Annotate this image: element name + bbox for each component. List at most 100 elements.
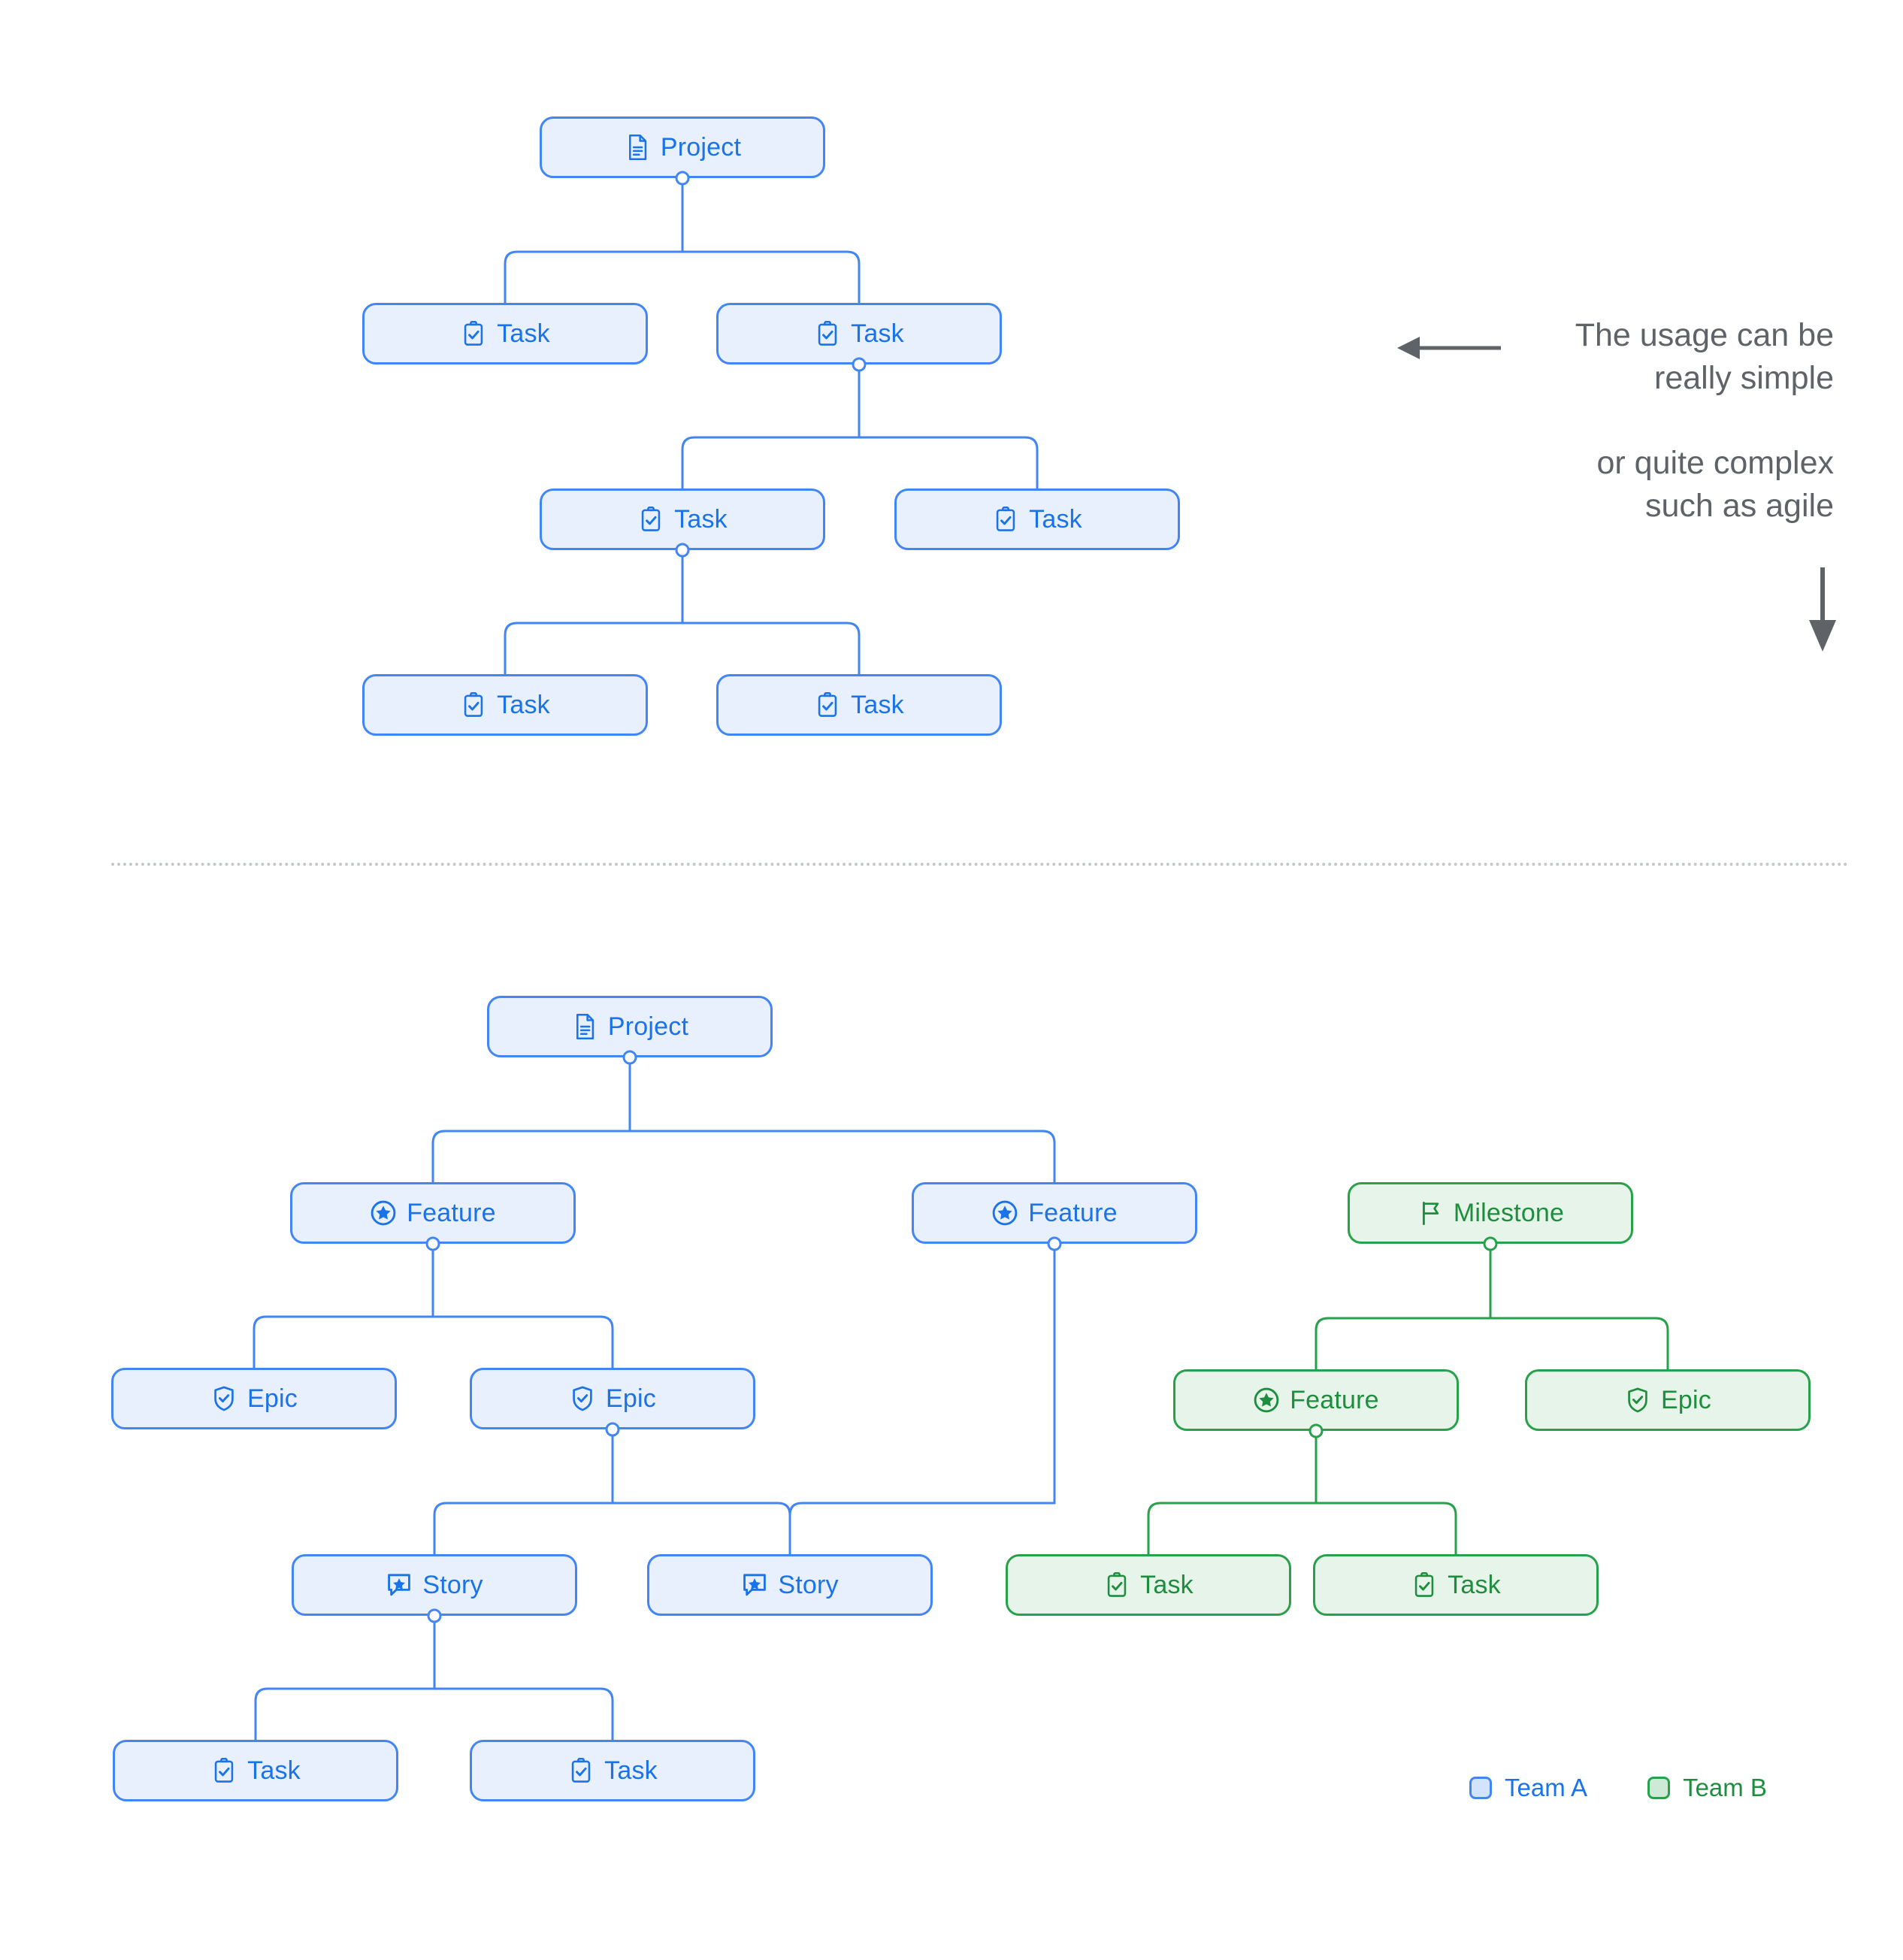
- node-story[interactable]: Story: [292, 1554, 577, 1616]
- clipboard-check-icon: [210, 1757, 237, 1784]
- connector: [1147, 1502, 1318, 1556]
- node-label: Epic: [247, 1384, 298, 1413]
- node-task[interactable]: Task: [1313, 1554, 1599, 1616]
- clipboard-check-icon: [1411, 1571, 1438, 1599]
- connector: [858, 436, 1039, 490]
- node-port[interactable]: [1309, 1423, 1324, 1438]
- legend: Team A Team B: [1469, 1774, 1767, 1802]
- connector: [681, 436, 861, 490]
- node-port[interactable]: [605, 1422, 620, 1437]
- shield-check-icon: [569, 1385, 596, 1412]
- connector: [628, 1130, 1056, 1184]
- document-icon: [571, 1013, 598, 1040]
- connector: [433, 1687, 614, 1741]
- legend-label: Team B: [1683, 1774, 1767, 1801]
- node-feature[interactable]: Feature: [290, 1182, 576, 1244]
- node-port[interactable]: [427, 1608, 442, 1623]
- node-task[interactable]: Task: [362, 303, 648, 364]
- node-milestone[interactable]: Milestone: [1348, 1182, 1633, 1244]
- connector: [681, 622, 861, 676]
- clipboard-check-icon: [460, 691, 487, 718]
- node-label: Task: [497, 319, 550, 348]
- connector: [1489, 1317, 1669, 1371]
- node-port[interactable]: [675, 171, 690, 186]
- legend-item: Team A: [1469, 1774, 1587, 1802]
- node-label: Task: [851, 319, 904, 348]
- connector: [788, 1502, 1056, 1556]
- node-label: Feature: [1290, 1385, 1379, 1414]
- annotation-text: The usage can be really simple or quite …: [1575, 317, 1834, 524]
- node-port[interactable]: [1483, 1236, 1498, 1251]
- node-port[interactable]: [622, 1050, 637, 1065]
- node-port[interactable]: [425, 1236, 440, 1251]
- node-task[interactable]: Task: [894, 488, 1180, 550]
- node-project[interactable]: Project: [487, 996, 773, 1057]
- node-label: Task: [497, 690, 550, 719]
- clipboard-check-icon: [1103, 1571, 1130, 1599]
- clipboard-check-icon: [567, 1757, 594, 1784]
- node-task[interactable]: Task: [470, 1740, 755, 1801]
- connector: [504, 622, 684, 676]
- node-label: Story: [778, 1570, 839, 1599]
- node-label: Project: [660, 132, 742, 162]
- arrow-down-icon: [1809, 567, 1836, 652]
- chat-star-icon: [741, 1571, 768, 1599]
- node-label: Task: [1448, 1570, 1501, 1599]
- node-epic[interactable]: Epic: [470, 1368, 755, 1429]
- clipboard-check-icon: [637, 506, 664, 533]
- node-label: Feature: [1028, 1198, 1118, 1227]
- clipboard-check-icon: [992, 506, 1019, 533]
- node-task[interactable]: Task: [113, 1740, 398, 1801]
- connector: [431, 1315, 614, 1369]
- node-label: Task: [247, 1756, 301, 1785]
- node-label: Milestone: [1453, 1198, 1565, 1227]
- node-task[interactable]: Task: [540, 488, 825, 550]
- node-label: Task: [604, 1756, 658, 1785]
- clipboard-check-icon: [814, 320, 841, 347]
- shield-check-icon: [1624, 1387, 1651, 1414]
- node-label: Project: [607, 1012, 689, 1041]
- team-b-swatch: [1647, 1777, 1671, 1799]
- node-label: Task: [1029, 504, 1082, 534]
- team-a-swatch: [1469, 1777, 1492, 1799]
- connector: [254, 1687, 436, 1741]
- connector: [504, 250, 684, 304]
- node-task[interactable]: Task: [716, 303, 1002, 364]
- node-label: Story: [422, 1570, 483, 1599]
- connector: [1315, 1317, 1492, 1371]
- node-task[interactable]: Task: [716, 674, 1002, 736]
- connector: [611, 1502, 791, 1556]
- node-feature[interactable]: Feature: [912, 1182, 1197, 1244]
- node-project[interactable]: Project: [540, 116, 825, 178]
- document-icon: [624, 134, 651, 161]
- star-circle-icon: [1253, 1387, 1280, 1414]
- node-epic[interactable]: Epic: [111, 1368, 397, 1429]
- legend-label: Team A: [1505, 1774, 1588, 1801]
- node-story[interactable]: Story: [647, 1554, 933, 1616]
- node-label: Task: [674, 504, 728, 534]
- star-circle-icon: [991, 1199, 1018, 1227]
- shield-check-icon: [210, 1385, 237, 1412]
- node-feature[interactable]: Feature: [1173, 1369, 1459, 1431]
- node-label: Task: [1140, 1570, 1194, 1599]
- node-task[interactable]: Task: [362, 674, 648, 736]
- clipboard-check-icon: [814, 691, 841, 718]
- flag-icon: [1417, 1199, 1444, 1227]
- connector: [1315, 1502, 1457, 1556]
- connector: [681, 250, 861, 304]
- node-label: Epic: [606, 1384, 656, 1413]
- node-epic[interactable]: Epic: [1525, 1369, 1811, 1431]
- node-label: Task: [851, 690, 904, 719]
- clipboard-check-icon: [460, 320, 487, 347]
- node-port[interactable]: [675, 543, 690, 558]
- connector: [253, 1315, 434, 1369]
- arrow-left-icon: [1397, 337, 1501, 359]
- node-port[interactable]: [1047, 1236, 1062, 1251]
- star-circle-icon: [370, 1199, 397, 1227]
- node-task[interactable]: Task: [1006, 1554, 1291, 1616]
- node-port[interactable]: [852, 357, 867, 372]
- connector: [433, 1502, 614, 1556]
- connector: [431, 1130, 631, 1184]
